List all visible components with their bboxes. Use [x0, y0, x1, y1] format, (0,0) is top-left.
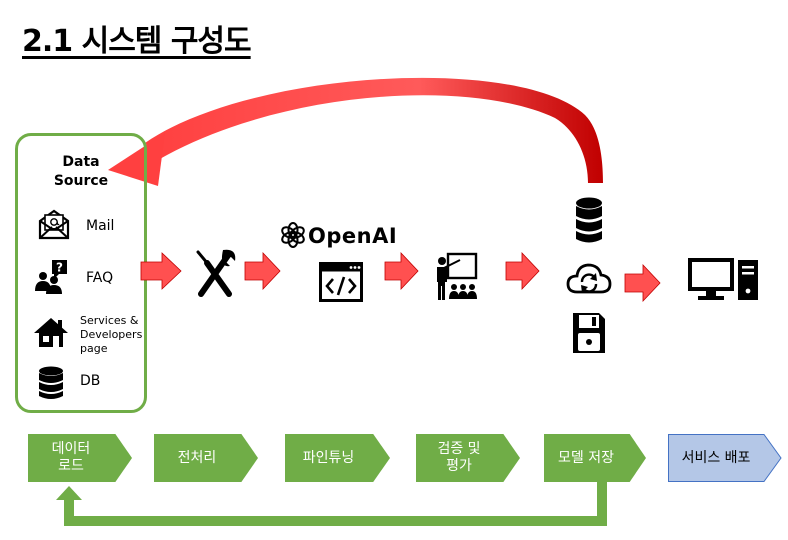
- step-validation: 검증 및 평가: [416, 434, 520, 482]
- flow-arrow-5: [624, 263, 661, 303]
- svg-text:?: ?: [56, 261, 63, 275]
- feedback-arrow-body: [145, 77, 603, 183]
- faq-icon: ?: [35, 260, 67, 294]
- step-service-deploy: 서비스 배포: [681, 449, 751, 466]
- step-data-load: 데이터 로드: [28, 434, 132, 482]
- cloud-sync-icon: [566, 263, 612, 294]
- page-title: 2.1 시스템 구성도: [22, 24, 252, 59]
- code-window-icon: [319, 262, 363, 302]
- mail-label: Mail: [86, 218, 115, 234]
- presentation-icon: [437, 252, 478, 300]
- flow-arrow-3: [384, 251, 419, 291]
- services-label: Services & Developers page: [80, 314, 143, 355]
- floppy-disk-icon: [573, 313, 605, 353]
- db-label: DB: [80, 373, 101, 389]
- step-preprocess: 전처리: [154, 434, 258, 482]
- step-deploy-shape: [668, 434, 782, 482]
- computer-icon: [688, 258, 758, 300]
- openai-logo-icon: [281, 222, 305, 248]
- step-model-save: 모델 저장: [544, 434, 646, 482]
- flow-arrow-4: [505, 251, 540, 291]
- mail-icon: [38, 209, 70, 240]
- tools-icon: [196, 249, 236, 297]
- flow-arrow-1: [140, 252, 182, 290]
- database-icon: [39, 366, 63, 399]
- openai-label: OpenAI: [308, 224, 398, 248]
- step-fine-tuning: 파인튜닝: [285, 434, 390, 482]
- feedback-arrow-head: [108, 133, 165, 186]
- data-source-title: Data Source: [53, 154, 109, 189]
- storage-database-icon: [576, 197, 602, 243]
- faq-label: FAQ: [86, 270, 114, 286]
- flow-arrow-2: [244, 251, 281, 291]
- home-icon: [34, 318, 68, 347]
